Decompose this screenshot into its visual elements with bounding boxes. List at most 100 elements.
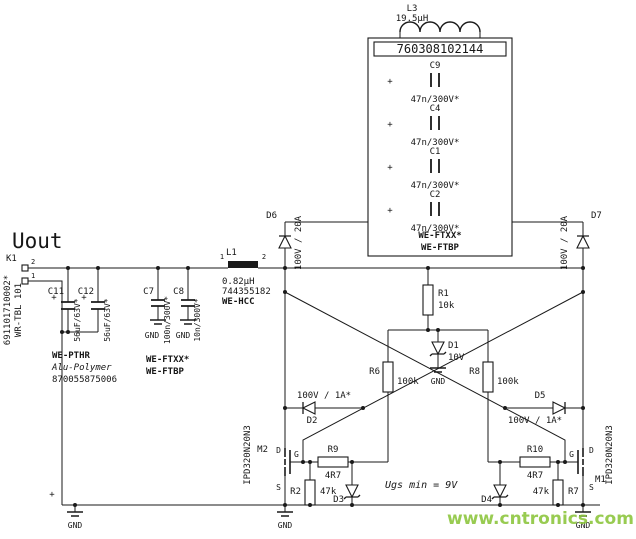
d2-diode (301, 401, 316, 415)
m2-source-label: S (276, 483, 281, 492)
k1-pin1: 1 (31, 272, 35, 280)
k1-ref: K1 (6, 254, 17, 264)
d6-diode (278, 234, 292, 249)
d1-ref: D1 (448, 341, 459, 351)
c4-ref: C4 (430, 104, 441, 114)
c2-plus: + (387, 206, 393, 216)
gate-voltage-note: Ugs min = 9V (385, 480, 458, 491)
gnd-m2-label: GND (278, 521, 293, 530)
bulk-caps-part-number: 870055875006 (52, 375, 117, 385)
m1-ref: M1 (595, 475, 606, 485)
m2-ref: M2 (257, 445, 268, 455)
l1-pin1: 1 (220, 253, 224, 261)
c7-ref: C7 (143, 287, 154, 297)
r8-body (482, 361, 494, 393)
c7-gnd-label: GND (145, 331, 160, 340)
ground-symbols (67, 319, 591, 517)
d4-ref: D4 (481, 495, 492, 505)
d1-zener (431, 341, 445, 356)
l3-part-number: 760308102144 (397, 42, 484, 56)
d6-rating: 100V / 20A (294, 215, 304, 270)
l1-series: WE-HCC (222, 297, 255, 307)
d3-zener (345, 484, 359, 499)
m2-gate-label: G (294, 450, 299, 459)
m2-part-number: IPD320N20N3 (243, 425, 253, 485)
tank-series-1: WE-FTXX* (418, 231, 461, 241)
r6-body (382, 361, 394, 393)
bulk-caps-series: WE-PTHR (52, 351, 91, 361)
r6-ref: R6 (369, 367, 380, 377)
r2-body (304, 479, 316, 506)
l1-coil (228, 261, 258, 268)
bulk-caps-technology: Alu-Polymer (51, 363, 112, 373)
d5-rating: 100V / 1A* (508, 416, 562, 426)
r7-value: 47k (533, 487, 550, 497)
m1-mosfet (577, 448, 584, 476)
c12-plus: + (81, 293, 87, 303)
c8-value: 10n/300V* (193, 298, 202, 342)
r9-body (317, 456, 349, 468)
d2-rating: 100V / 1A* (297, 391, 351, 401)
labels: L3 19.5µH 760308102144 C9 47n/300V* + C4… (3, 4, 615, 530)
r9-value: 4R7 (325, 471, 341, 481)
c8-ref: C8 (173, 287, 184, 297)
c9-value: 47n/300V* (411, 95, 460, 105)
r10-body (519, 456, 551, 468)
c12-value: 56uF/63V* (103, 298, 112, 342)
l1-pin2: 2 (262, 253, 266, 261)
c11-plus: + (51, 293, 57, 303)
d7-ref: D7 (591, 211, 602, 221)
m1-part-number: IPD320N20N3 (605, 425, 615, 485)
k1-series: WR-TBL 101 (14, 283, 24, 337)
filter-caps-series-2: WE-FTBP (146, 367, 185, 377)
r10-value: 4R7 (527, 471, 543, 481)
c7-value: 100n/300V* (163, 296, 172, 344)
c4-value: 47n/300V* (411, 138, 460, 148)
c9-ref: C9 (430, 61, 441, 71)
d3-ref: D3 (333, 495, 344, 505)
c2-value: 47n/300V* (411, 224, 460, 234)
m2-drain-label: D (276, 446, 281, 455)
r10-ref: R10 (527, 445, 543, 455)
r1-value: 10k (438, 301, 455, 311)
c8-gnd-label: GND (176, 331, 191, 340)
c1-ref: C1 (430, 147, 441, 157)
d4-zener (493, 484, 507, 499)
tank-box (367, 21, 513, 257)
l3-coil (399, 21, 481, 33)
diode-symbols (278, 234, 590, 500)
k1-pin2: 2 (31, 258, 35, 266)
m1-gate-label: G (569, 450, 574, 459)
rail-plus: + (49, 490, 55, 500)
c2-ref: C2 (430, 190, 441, 200)
r2-ref: R2 (290, 487, 301, 497)
d1-gnd-label: GND (431, 377, 446, 386)
connector-k1-pins (21, 264, 29, 285)
watermark: www.cntronics.com (447, 509, 634, 529)
k1-part-number: 691101710002* (3, 275, 13, 345)
tank-series-2: WE-FTBP (421, 243, 460, 253)
r1-ref: R1 (438, 289, 449, 299)
wires (28, 32, 600, 512)
r2-value: 47k (320, 487, 337, 497)
gnd-m1-label: GND (576, 521, 591, 530)
r7-ref: R7 (568, 487, 579, 497)
c11-ref: C11 (48, 287, 64, 297)
l3-value: 19.5µH (396, 14, 429, 24)
d7-rating: 100V / 20A (560, 215, 570, 270)
d5-ref: D5 (535, 391, 546, 401)
c1-plus: + (387, 163, 393, 173)
c9-plus: + (387, 77, 393, 87)
l1-value: 0.82µH (222, 277, 255, 287)
filter-caps-series-1: WE-FTXX* (146, 355, 189, 365)
c1-value: 47n/300V* (411, 181, 460, 191)
r9-ref: R9 (328, 445, 339, 455)
vout-label: Uout (12, 229, 63, 253)
gnd-left-label: GND (68, 521, 83, 530)
m1-source-label: S (589, 483, 594, 492)
junction-dots (60, 266, 585, 507)
l1-ref: L1 (226, 248, 237, 258)
r7-body (552, 479, 564, 506)
